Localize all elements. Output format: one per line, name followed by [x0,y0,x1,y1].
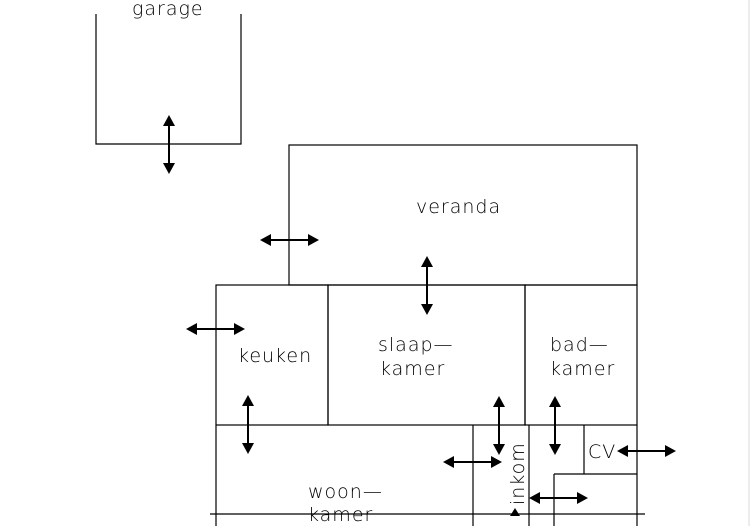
cv-label: CV [588,441,616,463]
keuken-label: keuken [238,345,312,367]
woonkamer-label-line2: kamer [308,504,373,526]
badkamer-label-line2: kamer [550,358,615,380]
double-arrow-icon [260,234,319,246]
walls [95,14,645,526]
double-arrow-icon [242,395,254,454]
double-arrow-icon [549,396,561,455]
double-arrow-icon [493,396,505,455]
door-arrows [163,115,676,516]
room-labels: garage veranda keuken slaap— kamer bad— … [132,0,616,526]
double-arrow-icon [529,492,588,504]
double-arrow-icon [186,323,245,335]
badkamer-label-line1: bad— [550,334,609,356]
inkom-label: inkom [507,442,529,505]
slaapkamer-label-line1: slaap— [378,334,454,356]
double-arrow-icon [421,256,433,315]
double-arrow-icon [617,445,676,457]
garage-label: garage [132,0,204,20]
veranda-label: veranda [416,196,501,218]
woonkamer-label-line1: woon— [308,481,383,503]
double-arrow-icon [163,115,175,174]
slaapkamer-label-line2: kamer [380,358,445,380]
badkamer-outline [524,284,638,426]
double-arrow-icon [510,508,520,516]
double-arrow-icon [443,456,502,468]
